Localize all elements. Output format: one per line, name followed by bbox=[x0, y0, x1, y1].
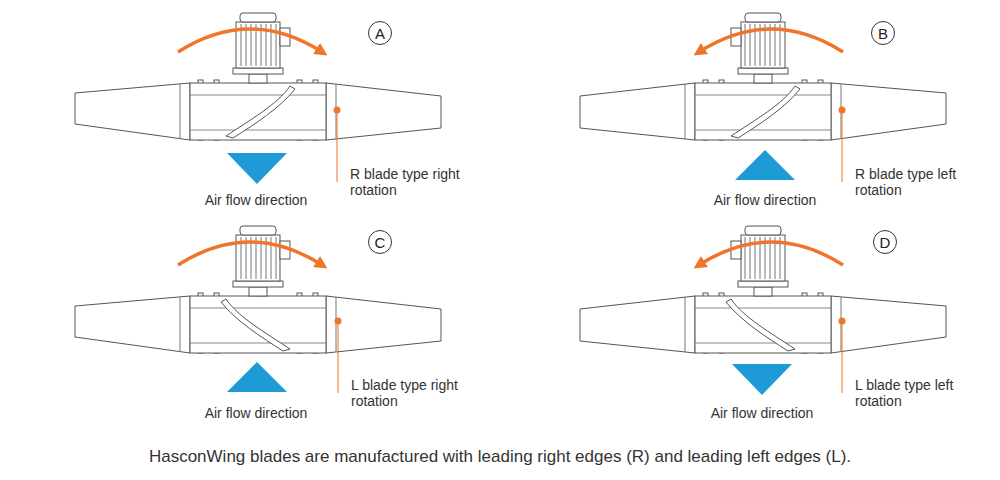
blade-type-label: R blade type left rotation bbox=[855, 167, 965, 198]
fan-mirror bbox=[580, 13, 946, 140]
airflow-triangle bbox=[227, 362, 287, 392]
panel-letter: D bbox=[880, 235, 891, 250]
panel-letter: B bbox=[878, 26, 888, 41]
rotation-arrow bbox=[699, 242, 843, 265]
fan-body bbox=[75, 13, 441, 140]
panel-letter: A bbox=[375, 26, 385, 41]
airflow-label: Air flow direction bbox=[205, 192, 308, 208]
blade-type-label: R blade type right rotation bbox=[350, 167, 460, 198]
leader-dot bbox=[335, 318, 342, 325]
leader-line bbox=[842, 113, 843, 182]
fan-body bbox=[75, 226, 441, 353]
blade-vane bbox=[731, 86, 800, 138]
blade-vane bbox=[726, 299, 795, 351]
leader-line bbox=[338, 324, 339, 393]
leader-dot bbox=[334, 107, 341, 114]
panel-letter-circle: A bbox=[368, 21, 392, 45]
rotation-arrow bbox=[178, 242, 322, 265]
fan-a bbox=[75, 13, 441, 140]
rotation-arrow bbox=[178, 29, 322, 52]
leader-line bbox=[842, 324, 843, 393]
leader-dot bbox=[839, 318, 846, 325]
vane-mirror bbox=[221, 299, 290, 351]
airflow-triangle bbox=[732, 364, 792, 395]
fan-d bbox=[580, 226, 946, 353]
fan-body bbox=[580, 226, 946, 353]
airflow-label: Air flow direction bbox=[714, 192, 817, 208]
blade-type-label: L blade type left rotation bbox=[855, 378, 965, 409]
airflow-triangle bbox=[735, 150, 795, 180]
airflow-triangle bbox=[227, 153, 287, 184]
fan-c bbox=[75, 226, 441, 353]
panel-letter-circle: B bbox=[871, 21, 895, 45]
blade-type-label: L blade type right rotation bbox=[351, 378, 461, 409]
fan-body bbox=[580, 13, 946, 140]
fan-mirror bbox=[580, 226, 946, 353]
leader-line bbox=[337, 113, 338, 182]
leader-dot bbox=[839, 107, 846, 114]
airflow-label: Air flow direction bbox=[711, 405, 814, 421]
blade-vane bbox=[226, 86, 295, 138]
rotation-arrow bbox=[699, 29, 843, 52]
blade-vane bbox=[221, 299, 290, 351]
airflow-label: Air flow direction bbox=[205, 405, 308, 421]
panel-letter-circle: D bbox=[873, 230, 897, 254]
caption: HasconWing blades are manufactured with … bbox=[0, 447, 1000, 467]
panel-letter-circle: C bbox=[368, 230, 392, 254]
fan-b bbox=[580, 13, 946, 140]
panel-letter: C bbox=[375, 235, 386, 250]
